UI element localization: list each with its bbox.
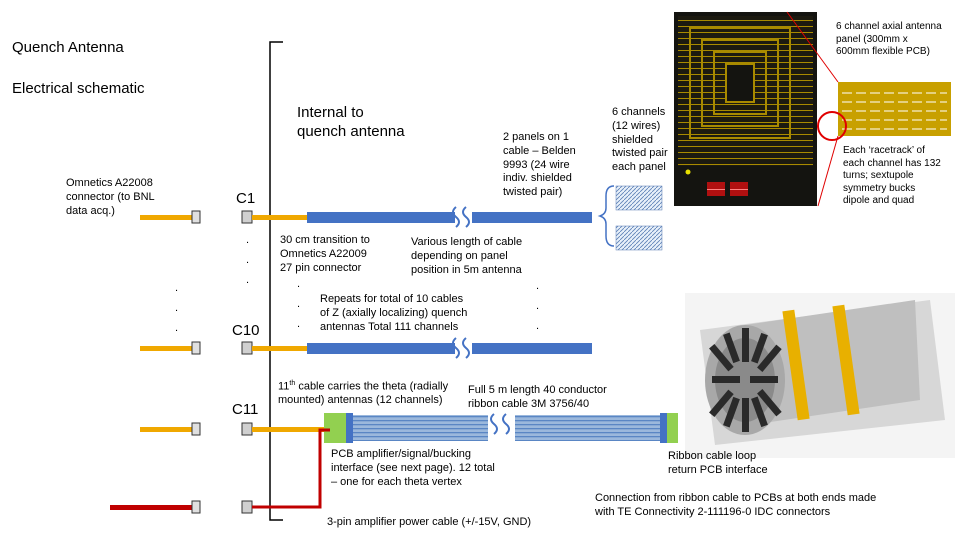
- theta-cable-ordinal: th: [289, 380, 296, 387]
- ellipsis-dot: .: [297, 278, 301, 290]
- power-right-connector: [241, 500, 253, 514]
- ellipsis-dot: .: [297, 318, 301, 330]
- theta-cable-label: 11th cable carries the theta (radially m…: [278, 380, 448, 408]
- two-panels-label: 2 panels on 1 cable – Belden 9993 (24 wi…: [503, 131, 576, 198]
- shielded-bundle-lower: [615, 225, 663, 251]
- ellipsis-dot: .: [297, 298, 301, 310]
- ellipsis-dot: .: [246, 254, 250, 266]
- c1-orange-transition: [252, 215, 307, 220]
- ellipsis-dot: .: [536, 280, 540, 292]
- power-cable-row: [110, 428, 330, 514]
- c11-orange-transition: [252, 427, 324, 432]
- panel-description-label: 6 channel axial antenna panel (300mm x 6…: [836, 21, 942, 57]
- power-left-cable: [110, 505, 192, 510]
- theta-cable-text: cable carries the theta (radially mounte…: [278, 380, 449, 407]
- c10-blue-cable-a: [307, 343, 455, 354]
- highlight-circle: [817, 111, 847, 141]
- c11-left-orange-cable: [140, 427, 192, 432]
- c10-label: C10: [232, 322, 260, 339]
- callout-line-bottom: [817, 135, 839, 207]
- c11-pcb-left-connector: [346, 413, 353, 443]
- c11-left-connector: [191, 422, 201, 436]
- connection-label: Connection from ribbon cable to PCBs at …: [595, 492, 877, 518]
- omnetics-a22008-label: Omnetics A22008 connector (to BNL data a…: [66, 177, 155, 217]
- page-title: Quench Antenna Electrical schematic: [12, 18, 145, 119]
- various-length-label: Various length of cable depending on pan…: [411, 236, 523, 276]
- power-left-connector: [191, 500, 201, 514]
- power-cable-label: 3-pin amplifier power cable (+/-15V, GND…: [327, 516, 532, 528]
- six-channels-label: 6 channels (12 wires) shielded twisted p…: [612, 106, 668, 173]
- title-line-2: Electrical schematic: [12, 79, 145, 97]
- c11-pcb-left: [324, 413, 348, 443]
- ribbon-loop-label: Ribbon cable loop return PCB interface: [668, 450, 768, 476]
- c11-pcb-right: [667, 413, 678, 443]
- c11-label: C11: [232, 401, 259, 418]
- full-ribbon-label: Full 5 m length 40 conductor ribbon cabl…: [468, 384, 607, 410]
- c11-ribbon-a: [353, 415, 488, 441]
- c10-left-orange-cable: [140, 346, 192, 351]
- repeats-label: Repeats for total of 10 cables of Z (axi…: [320, 293, 468, 333]
- c10-left-connector: [191, 341, 201, 355]
- internal-boundary-bracket: [269, 41, 283, 521]
- c10-right-connector: [241, 341, 253, 355]
- racetrack-label: Each ‘racetrack’ of each channel has 132…: [843, 145, 941, 206]
- ellipsis-dot: .: [175, 282, 179, 294]
- theta-antenna-render: [685, 293, 955, 458]
- internal-label: Internal to quench antenna: [297, 104, 405, 140]
- ellipsis-dot: .: [175, 322, 179, 334]
- cable-row-c1: [140, 206, 592, 228]
- c11-pcb-right-connector: [660, 413, 667, 443]
- pcb-amplifier-label: PCB amplifier/signal/bucking interface (…: [331, 448, 495, 488]
- theta-cable-number: 11: [278, 380, 290, 393]
- c1-break-symbol: [452, 206, 470, 228]
- c1-label: C1: [236, 190, 256, 207]
- cable-row-c10: [140, 337, 592, 359]
- ellipsis-dot: .: [536, 320, 540, 332]
- transition-label: 30 cm transition to Omnetics A22009 27 p…: [280, 234, 370, 274]
- panel-zoom-inset: [838, 82, 951, 136]
- power-red-run: [252, 428, 330, 509]
- c1-blue-cable-a: [307, 212, 455, 223]
- c1-left-orange-cable: [140, 215, 192, 220]
- c1-right-connector: [241, 210, 253, 224]
- title-line-1: Quench Antenna: [12, 39, 124, 57]
- callout-line-top: [786, 11, 839, 83]
- ellipsis-dot: .: [175, 302, 179, 314]
- ellipsis-dot: .: [246, 234, 250, 246]
- ellipsis-dot: .: [246, 274, 250, 286]
- antenna-panel-image: [674, 12, 817, 206]
- c11-break-symbol: [490, 413, 510, 435]
- c11-ribbon-b: [515, 415, 660, 441]
- c1-left-connector: [191, 210, 201, 224]
- ellipsis-dot: .: [536, 300, 540, 312]
- c11-right-connector: [241, 422, 253, 436]
- c10-break-symbol: [452, 337, 470, 359]
- c1-blue-cable-b: [472, 212, 592, 223]
- bundle-brace: [597, 185, 615, 247]
- cable-row-c11: [140, 413, 678, 443]
- shielded-bundle-upper: [615, 185, 663, 211]
- c10-orange-transition: [252, 346, 307, 351]
- c10-blue-cable-b: [472, 343, 592, 354]
